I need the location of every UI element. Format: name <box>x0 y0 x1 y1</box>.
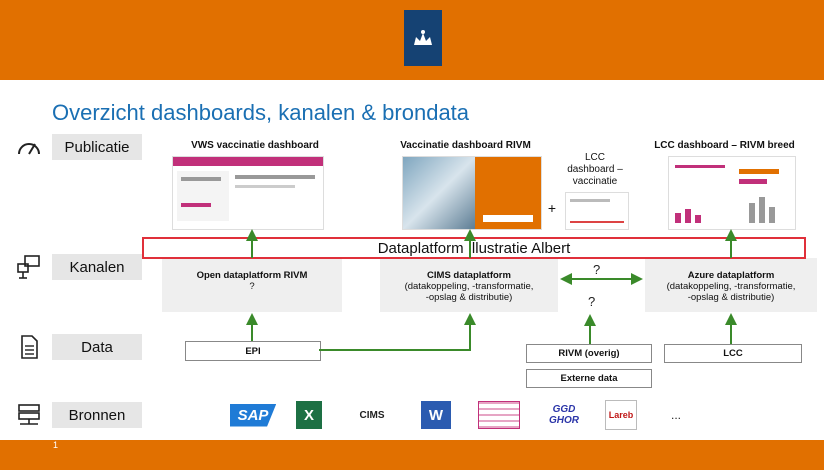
azure-dataplatform-box: Azure dataplatform (datakoppeling, -tran… <box>645 258 817 312</box>
lcc-vaccinatie-label: LCC dashboard – vaccinatie <box>567 152 623 187</box>
word-icon: W <box>416 398 456 432</box>
lareb-logo: Lareb <box>604 398 638 432</box>
lcc-vaccinatie-screenshot <box>565 192 629 230</box>
open-dataplatform-title: Open dataplatform RIVM <box>196 270 308 281</box>
rivm-dashboard-label: Vaccinatie dashboard RIVM <box>400 140 531 151</box>
slide-title: Overzicht dashboards, kanalen & brondata <box>52 100 470 125</box>
lcc-dashboard-label: LCC dashboard – RIVM breed <box>654 140 795 151</box>
azure-dataplatform-title: Azure dataplatform <box>687 270 775 281</box>
azure-dataplatform-sub: (datakoppeling, -transformatie, -opslag … <box>666 281 796 303</box>
spreadsheet-source-icon <box>474 398 524 432</box>
open-dataplatform-sub: ? <box>249 281 255 292</box>
cims-dataplatform-sub: (datakoppeling, -transformatie, -opslag … <box>404 281 534 303</box>
lcc-data-box: LCC <box>664 344 802 363</box>
plus-sign: + <box>547 200 557 216</box>
arrow-epi-to-cims <box>319 313 476 351</box>
server-icon <box>18 404 40 425</box>
document-icon <box>21 335 38 359</box>
vws-dashboard-label: VWS vaccinatie dashboard <box>191 140 319 151</box>
vws-dashboard-screenshot <box>172 156 324 230</box>
rivm-overig-box: RIVM (overig) <box>526 344 652 363</box>
question-below-cims: ? <box>588 294 596 309</box>
excel-icon: X <box>292 398 326 432</box>
externe-data-box: Externe data <box>526 369 652 388</box>
open-dataplatform-box: Open dataplatform RIVM ? <box>162 258 342 312</box>
cims-source-label: CIMS <box>359 409 385 421</box>
question-between-platforms: ? <box>593 262 601 277</box>
epi-box: EPI <box>185 341 321 361</box>
row-label-data: Data <box>52 334 142 360</box>
ggd-ghor-logo: GGD GHOR <box>549 404 579 426</box>
government-emblem-icon <box>404 10 442 66</box>
bottom-band <box>0 440 824 470</box>
row-label-bronnen: Bronnen <box>52 402 142 428</box>
cims-dataplatform-title: CIMS dataplatform <box>427 270 511 281</box>
gauge-icon <box>18 143 40 155</box>
sap-logo: SAP <box>222 398 284 432</box>
network-icon <box>17 255 40 279</box>
row-label-kanalen: Kanalen <box>52 254 142 280</box>
cims-dataplatform-box: CIMS dataplatform (datakoppeling, -trans… <box>380 258 558 312</box>
rivm-dashboard-screenshot <box>402 156 542 230</box>
row-label-publicatie: Publicatie <box>52 134 142 160</box>
more-sources: ... <box>670 408 681 422</box>
page-number: 1 <box>53 440 59 450</box>
